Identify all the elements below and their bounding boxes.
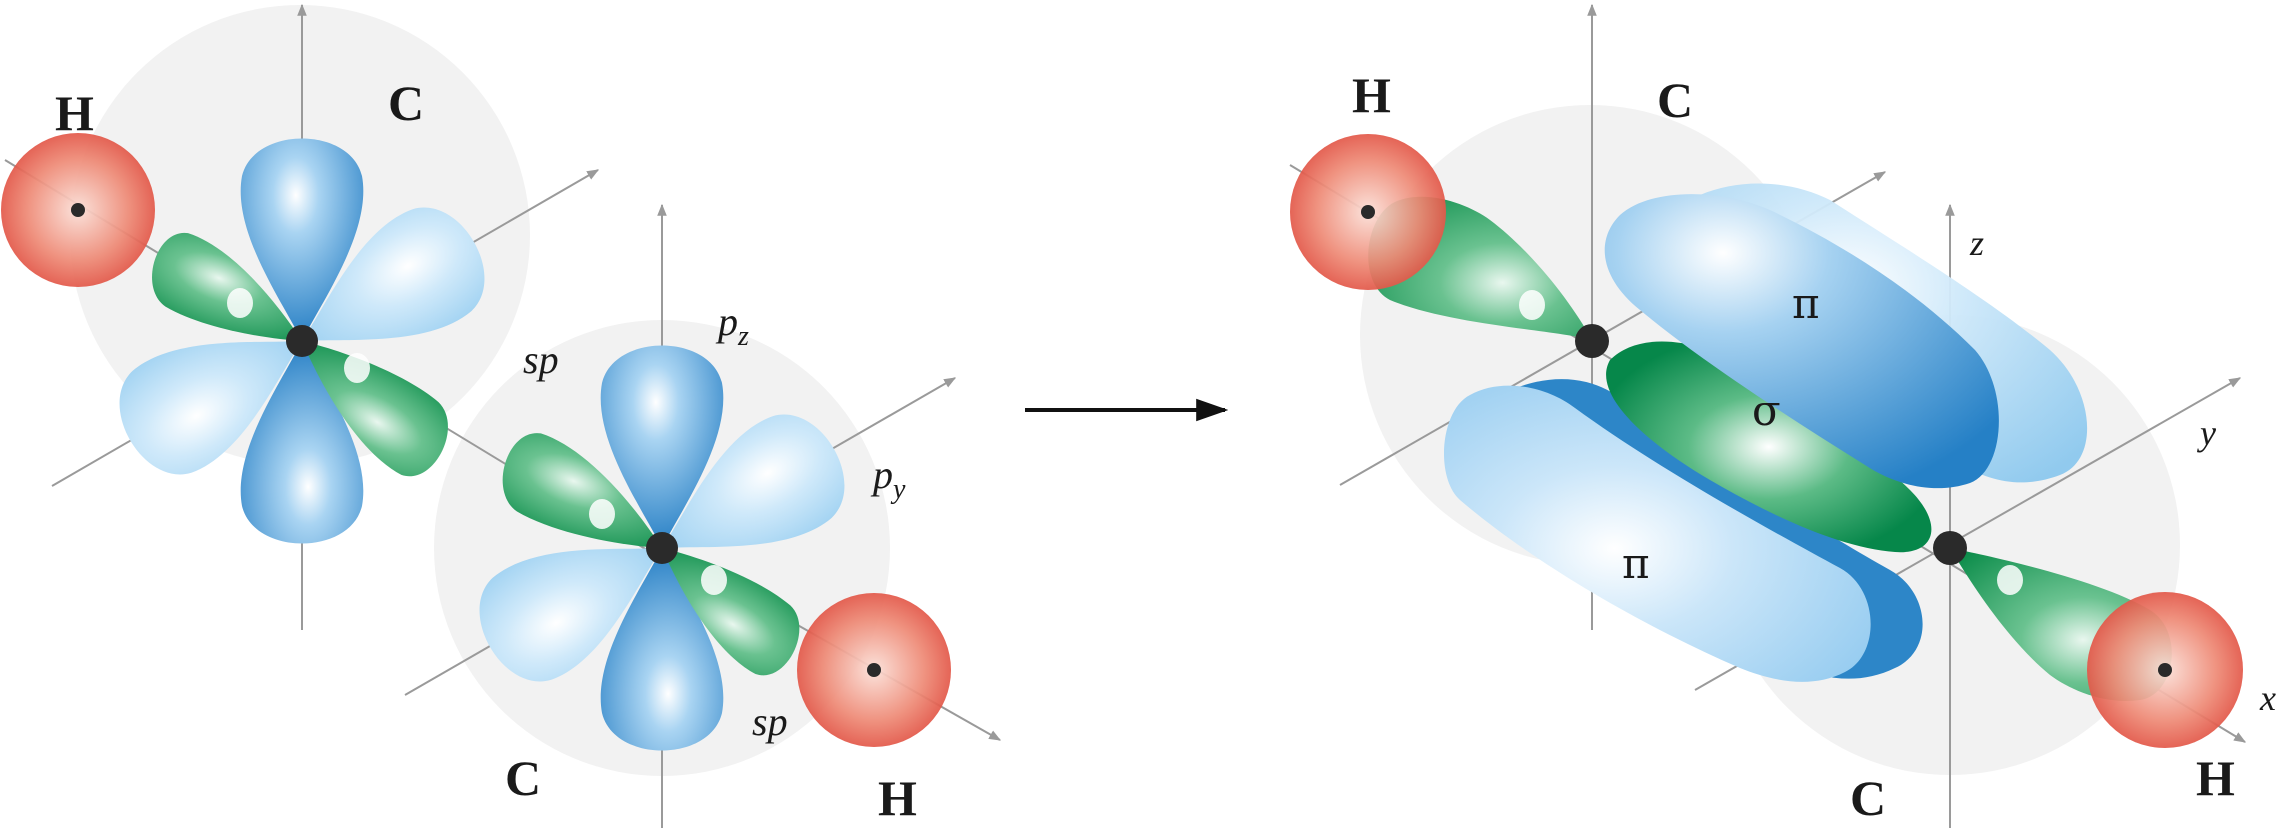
- c-top-label: C: [388, 75, 424, 131]
- h-right-atom: [2087, 592, 2243, 748]
- h-top-atom: [1, 133, 155, 287]
- c-top-orbitals: [100, 138, 504, 544]
- pi-lower-label: π: [1622, 539, 1650, 588]
- sp-highlight: [344, 353, 370, 383]
- c-bottom-nucleus: [646, 532, 678, 564]
- sp-lower-label: sp: [752, 699, 788, 744]
- c-bottom-right-label: C: [1850, 770, 1886, 826]
- sp-highlight: [589, 499, 615, 529]
- py-label: py: [870, 452, 906, 505]
- h-bottom-atom: [797, 593, 951, 747]
- c-top-right-label: C: [1657, 72, 1693, 128]
- h-bottom-label: H: [878, 770, 917, 826]
- sp-upper-label: sp: [523, 337, 559, 382]
- h-top-label: H: [55, 85, 94, 141]
- c-bottom-label: C: [505, 750, 541, 806]
- pi-upper-label: π: [1792, 279, 1820, 328]
- x-axis-label: x: [2259, 678, 2276, 718]
- pi-lower-lobe: [1443, 379, 1923, 682]
- sp-highlight: [701, 565, 727, 595]
- sigma-label: σ: [1752, 386, 1781, 435]
- c-right-nucleus: [1933, 531, 1967, 565]
- pi-upper-lobe-front: [1604, 194, 1999, 489]
- h-left-label: H: [1352, 67, 1391, 123]
- left-panel: H C C H sp pz py sp: [1, 3, 1002, 828]
- h-left-atom: [1290, 134, 1446, 290]
- sp-highlight: [1519, 290, 1545, 320]
- sp-highlight: [227, 288, 253, 318]
- c-top-nucleus: [286, 325, 318, 357]
- h-right-label: H: [2196, 750, 2235, 806]
- pz-label: pz: [715, 299, 749, 352]
- sp-highlight: [1997, 565, 2023, 595]
- right-panel: H C C H π σ π z y x: [1289, 3, 2276, 828]
- sigma-bond-lobe: [1606, 341, 1932, 553]
- c-bottom-orbitals: [460, 345, 864, 751]
- y-axis-label: y: [2197, 413, 2216, 453]
- z-axis-label: z: [1969, 223, 1984, 263]
- c-left-nucleus: [1575, 324, 1609, 358]
